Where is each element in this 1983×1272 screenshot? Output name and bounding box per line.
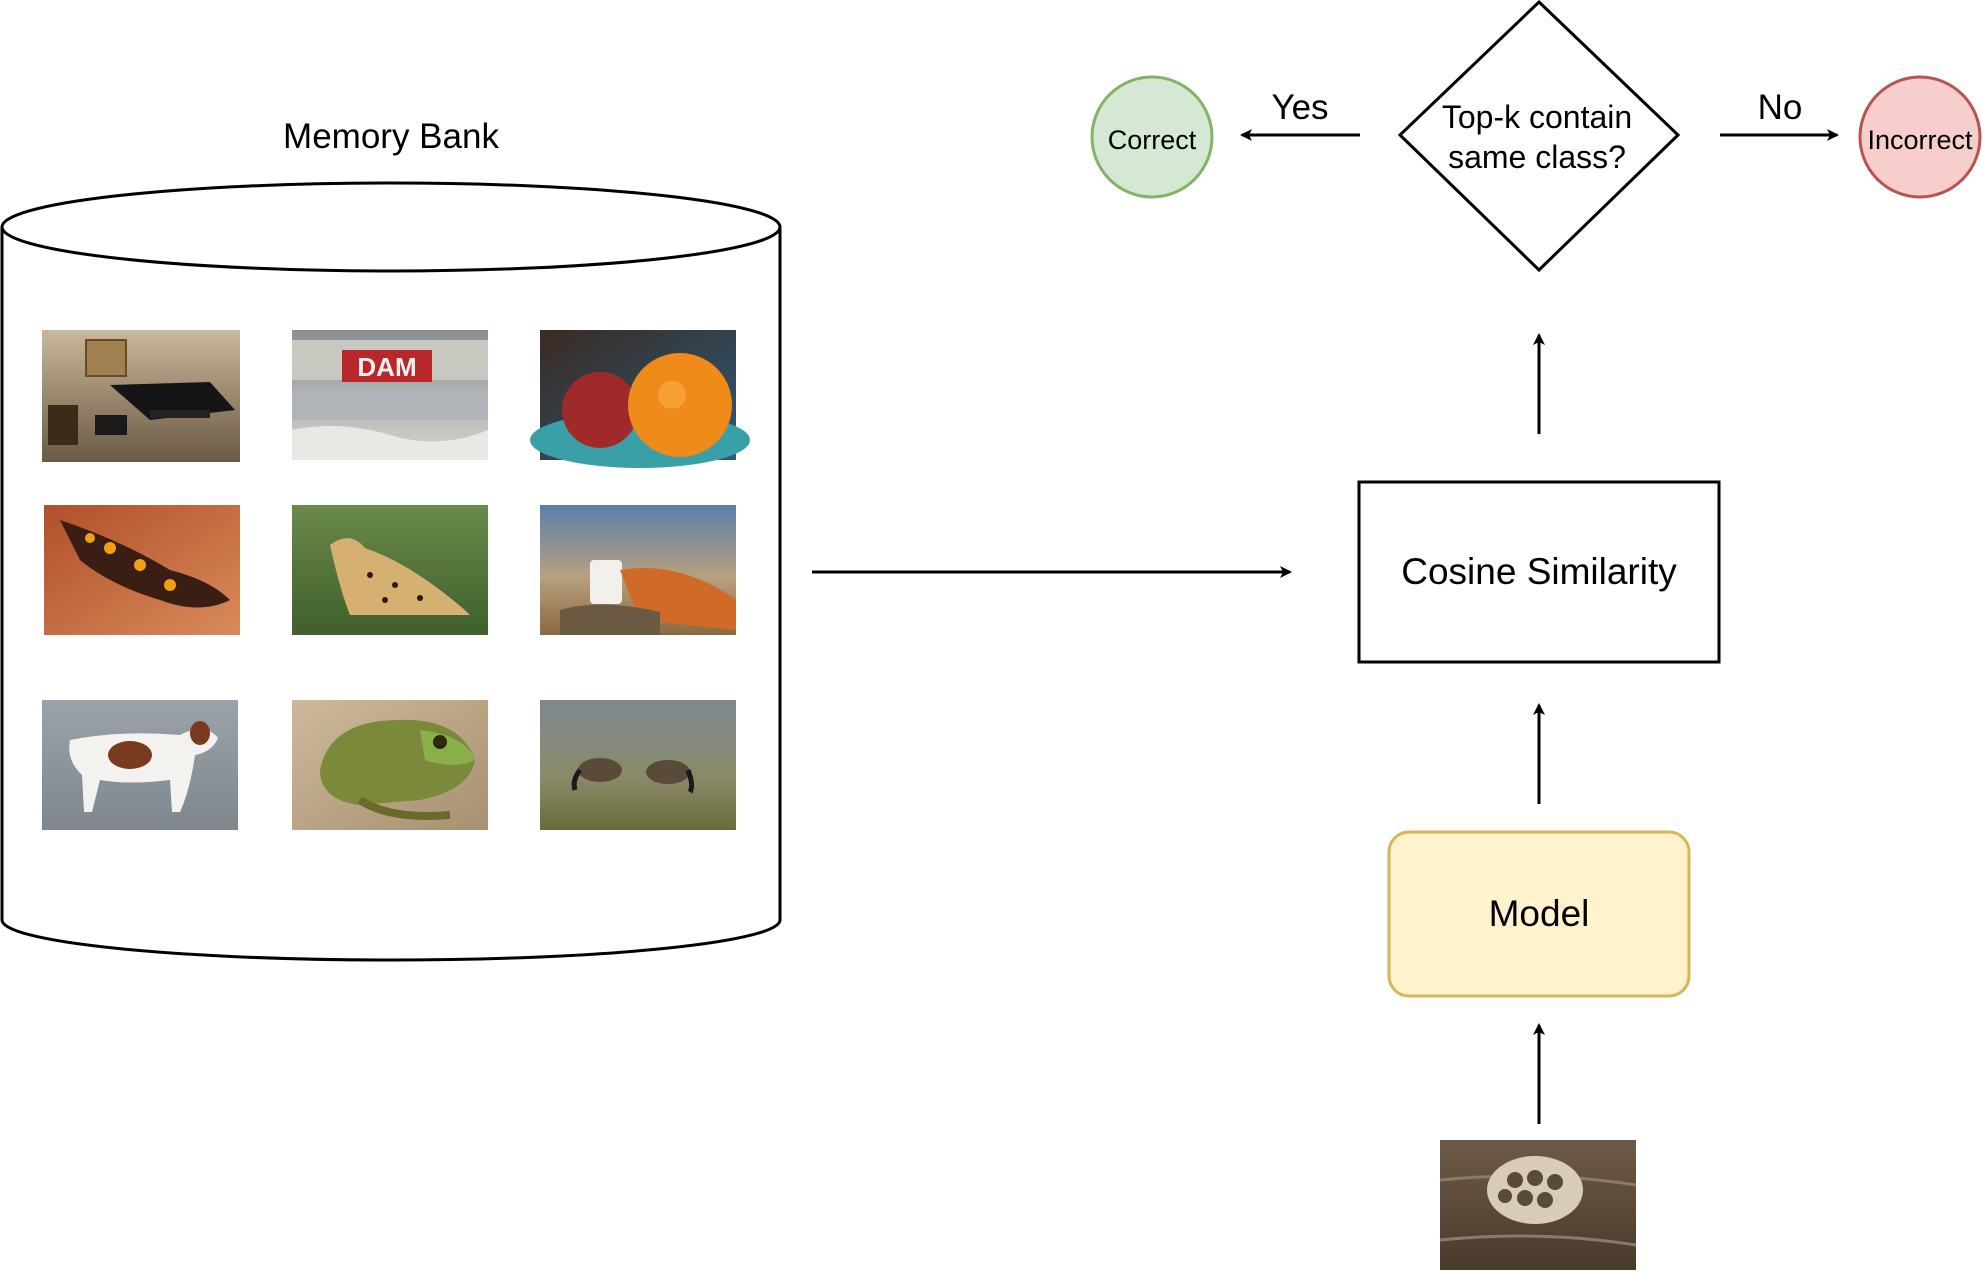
yes-label: Yes [1271, 88, 1329, 127]
memory-image-cheetah [292, 505, 488, 635]
memory-image-orange [530, 330, 750, 468]
cosine-similarity-box [1357, 480, 1721, 664]
cosine-similarity-label: Cosine Similarity [1401, 550, 1677, 592]
memory-bank-image-grid: DAM [42, 330, 750, 830]
memory-image-dam-sign: DAM [292, 330, 488, 460]
decision-label: Top-k contain same class? [1441, 99, 1633, 175]
memory-image-mug-in-hand [540, 505, 736, 635]
incorrect-label: Incorrect [1867, 124, 1973, 155]
correct-circle [1090, 75, 1214, 199]
model-label: Model [1488, 892, 1590, 934]
memory-image-pointer-dog [42, 700, 238, 830]
memory-bank-title: Memory Bank [283, 117, 499, 156]
memory-image-bullfrog [292, 700, 488, 830]
memory-image-grand-piano [42, 330, 240, 462]
incorrect-circle [1858, 75, 1982, 199]
no-label: No [1757, 88, 1803, 127]
query-image-wasp-nest [1439, 1140, 1637, 1270]
memory-image-canada-geese [540, 700, 736, 830]
model-box [1387, 830, 1691, 998]
memory-image-spotted-salamander [44, 505, 240, 635]
correct-label: Correct [1107, 124, 1197, 155]
decision-diamond [1397, 0, 1681, 273]
svg-text:DAM: DAM [357, 352, 416, 382]
